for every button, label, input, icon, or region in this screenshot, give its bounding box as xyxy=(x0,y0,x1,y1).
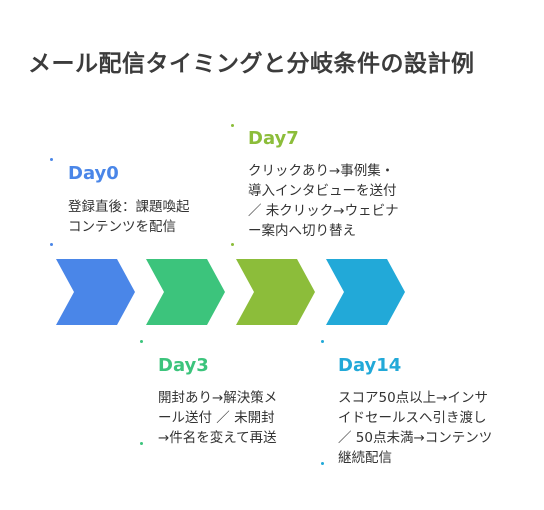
chevron-day3 xyxy=(146,259,225,325)
desc-line: ／ 未クリック→ウェビナ xyxy=(248,203,399,219)
marker-dot-day14-top xyxy=(321,340,324,343)
desc-line: イドセールスへ引き渡し xyxy=(338,410,487,426)
step-label-day7: Day7 xyxy=(248,128,299,149)
step-label-day3: Day3 xyxy=(158,355,209,376)
marker-dot-day3-top xyxy=(140,340,143,343)
desc-line: コンテンツを配信 xyxy=(68,219,176,235)
desc-line: →件名を変えて再送 xyxy=(158,430,277,446)
desc-line: ー案内へ切り替え xyxy=(248,223,356,239)
marker-dot-day14-bottom xyxy=(321,462,324,465)
marker-dot-day3-bottom xyxy=(140,442,143,445)
marker-dot-day7-top xyxy=(231,124,234,127)
desc-line: 登録直後：課題喚起 xyxy=(68,199,190,215)
desc-line: ール送付 ／ 未開封 xyxy=(158,410,275,426)
step-desc-day0: 登録直後：課題喚起 コンテンツを配信 xyxy=(68,197,190,237)
step-desc-day14: スコア50点以上→インサ イドセールスへ引き渡し ／ 50点未満→コンテンツ 継… xyxy=(338,388,492,468)
step-label-day0: Day0 xyxy=(68,163,119,184)
chevron-day7 xyxy=(236,259,315,325)
desc-line: 導入インタビューを送付 xyxy=(248,183,397,199)
diagram-title: メール配信タイミングと分岐条件の設計例 xyxy=(28,51,475,77)
step-desc-day3: 開封あり→解決策メ ール送付 ／ 未開封 →件名を変えて再送 xyxy=(158,388,277,448)
marker-dot-day0-top xyxy=(50,158,53,161)
step-desc-day7: クリックあり→事例集・ 導入インタビューを送付 ／ 未クリック→ウェビナ ー案内… xyxy=(248,161,399,241)
desc-line: クリックあり→事例集・ xyxy=(248,163,395,179)
chevron-day0 xyxy=(56,259,135,325)
marker-dot-day0-bottom xyxy=(50,243,53,246)
marker-dot-day7-bottom xyxy=(231,243,234,246)
desc-line: ／ 50点未満→コンテンツ xyxy=(338,430,493,446)
desc-line: 開封あり→解決策メ xyxy=(158,390,278,406)
step-label-day14: Day14 xyxy=(338,355,402,376)
chevron-day14 xyxy=(326,259,405,325)
desc-line: スコア50点以上→インサ xyxy=(338,390,488,406)
desc-line: 継続配信 xyxy=(338,450,392,466)
